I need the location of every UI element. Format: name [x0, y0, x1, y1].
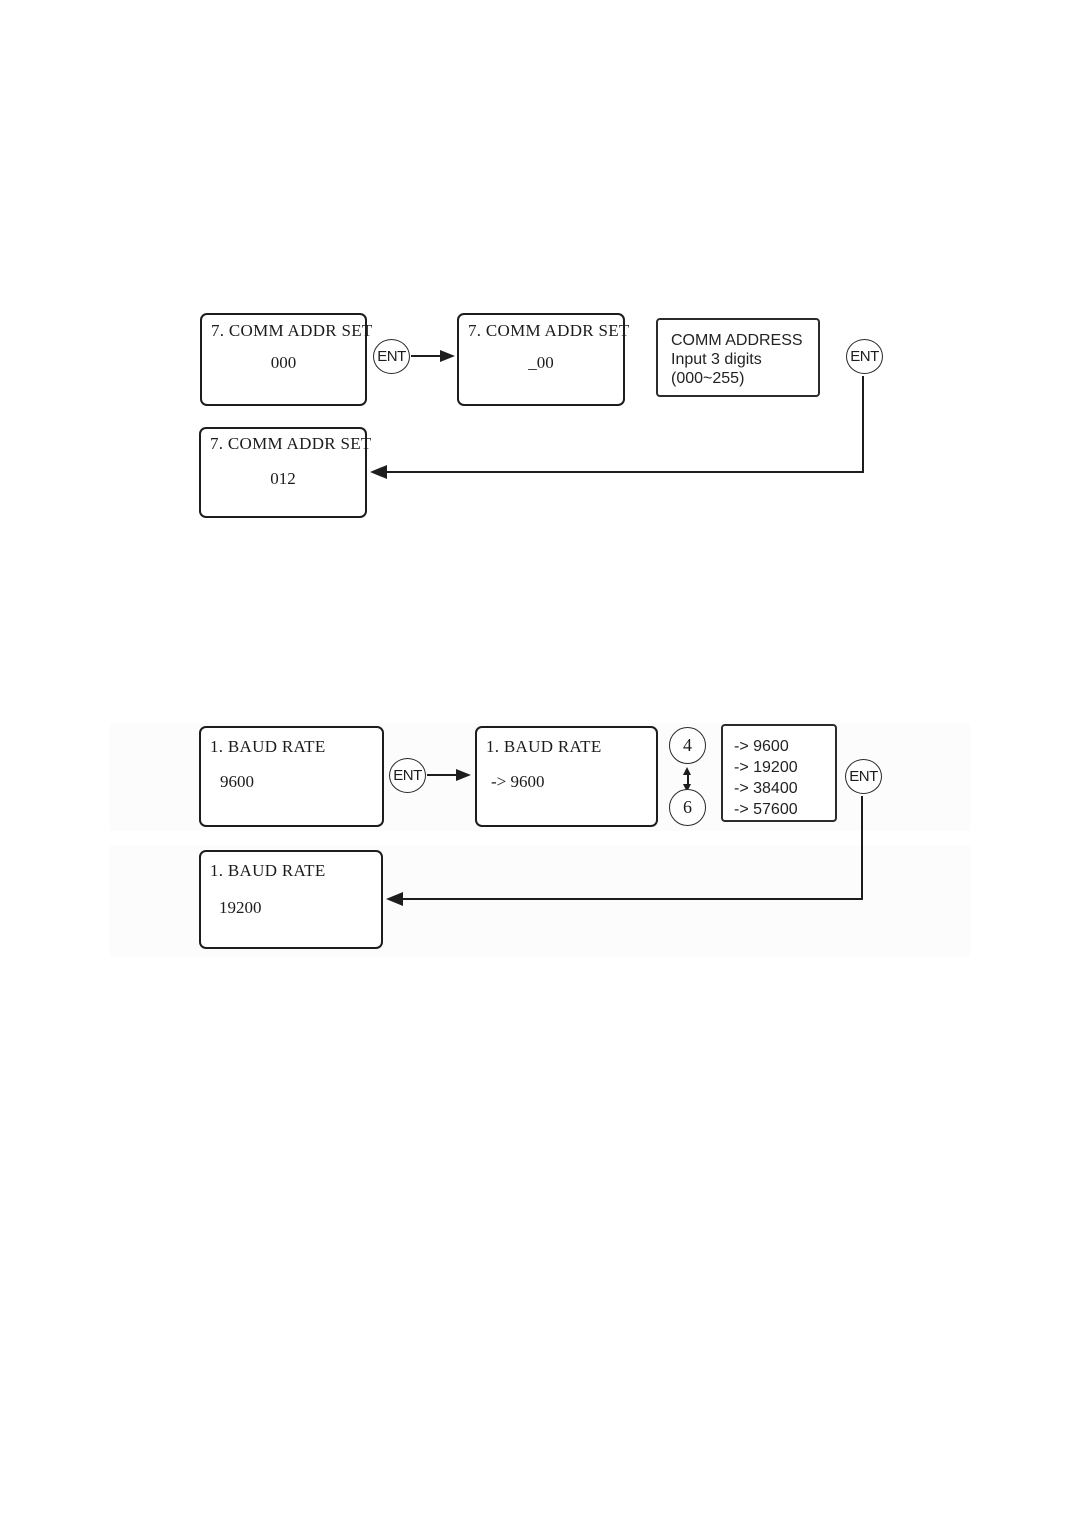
note-line: (000~255) — [671, 370, 745, 387]
baud-option: -> 38400 — [734, 780, 798, 797]
lcd-screen-baud-edit: 1. BAUD RATE -> 9600 — [475, 726, 658, 827]
lcd-screen-baud-initial: 1. BAUD RATE 9600 — [199, 726, 384, 827]
connector-line-horizontal — [400, 898, 863, 900]
lcd-screen-comm-addr-initial: 7. COMM ADDR SET 000 — [200, 313, 373, 406]
ent-key: ENT — [373, 339, 410, 374]
lcd-value: _00 — [528, 353, 554, 372]
arrowhead-right — [440, 350, 455, 362]
lcd-value: 000 — [270, 353, 297, 372]
arrowhead-down — [683, 784, 691, 792]
lcd-title: 7. COMM ADDR SET — [468, 321, 630, 340]
connector-line-vertical — [862, 376, 864, 472]
lcd-title: 1. BAUD RATE — [210, 861, 326, 880]
connector-line-vertical — [861, 796, 863, 899]
lcd-value: 012 — [270, 469, 296, 488]
arrow-line — [411, 355, 442, 357]
double-arrow-line — [687, 773, 689, 786]
lcd-title: 7. COMM ADDR SET — [210, 434, 372, 453]
baud-option: -> 9600 — [734, 738, 789, 755]
comm-address-note-box: COMM ADDRESS Input 3 digits (000~255) — [656, 318, 820, 397]
key-4: 4 — [669, 727, 706, 764]
lcd-value: -> 9600 — [491, 772, 545, 791]
connector-line-horizontal — [384, 471, 864, 473]
baud-option: -> 57600 — [734, 801, 798, 818]
lcd-screen-comm-addr-edit: 7. COMM ADDR SET _00 — [457, 313, 630, 406]
lcd-title: 1. BAUD RATE — [210, 737, 326, 756]
arrowhead-left — [370, 465, 387, 479]
key-6: 6 — [669, 789, 706, 826]
arrowhead-up — [683, 767, 691, 775]
lcd-screen-baud-result: 1. BAUD RATE 19200 — [199, 850, 383, 949]
note-line: COMM ADDRESS — [671, 332, 803, 349]
arrowhead-left — [386, 892, 403, 906]
baud-options-box: -> 9600 -> 19200 -> 38400 -> 57600 — [721, 724, 837, 822]
ent-key: ENT — [389, 758, 426, 793]
arrowhead-right — [456, 769, 471, 781]
note-line: Input 3 digits — [671, 351, 762, 368]
baud-option: -> 19200 — [734, 759, 798, 776]
ent-key: ENT — [846, 339, 883, 374]
lcd-value: 9600 — [220, 772, 254, 791]
lcd-screen-comm-addr-result: 7. COMM ADDR SET 012 — [199, 427, 372, 518]
lcd-title: 1. BAUD RATE — [486, 737, 602, 756]
lcd-value: 19200 — [219, 898, 262, 917]
ent-key: ENT — [845, 759, 882, 794]
arrow-line — [427, 774, 458, 776]
lcd-title: 7. COMM ADDR SET — [211, 321, 373, 340]
